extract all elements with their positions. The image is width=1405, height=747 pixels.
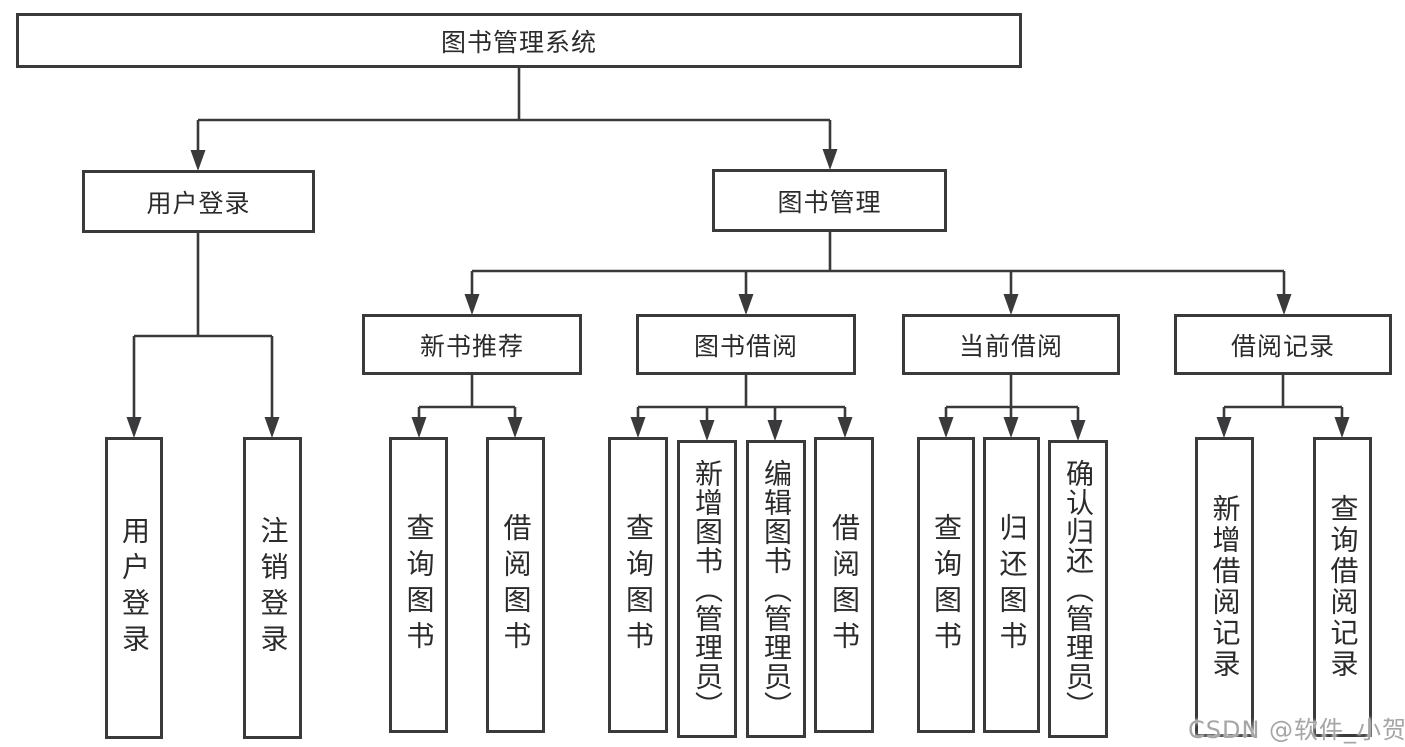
node-root-label: 图书管理系统 [440, 27, 597, 57]
node-new-book-recommend-label: 新书推荐 [419, 331, 524, 361]
leaf-borrowing-add-books-admin-label: 新增图书（管理员） [691, 458, 724, 720]
leaf-current-confirm-return-admin: 确认归还（管理员） [1048, 440, 1108, 738]
node-borrowing-records: 借阅记录 [1174, 314, 1392, 375]
node-new-book-recommend: 新书推荐 [362, 314, 582, 375]
node-user-login-label: 用户登录 [146, 188, 251, 218]
leaf-borrowing-query-books: 查询图书 [608, 437, 668, 733]
leaf-current-query-books-label: 查询图书 [930, 513, 963, 657]
node-root-system: 图书管理系统 [16, 13, 1022, 68]
leaf-current-confirm-return-admin-label: 确认归还（管理员） [1062, 458, 1095, 720]
node-user-login: 用户登录 [82, 170, 315, 233]
leaf-newbook-borrow-books: 借阅图书 [486, 437, 545, 733]
arrowheads [126, 149, 1350, 441]
leaf-records-add-record-label: 新增借阅记录 [1208, 494, 1242, 680]
leaf-current-return-books: 归还图书 [983, 437, 1040, 733]
node-current-borrowing: 当前借阅 [902, 314, 1120, 375]
leaf-borrowing-edit-books-admin-label: 编辑图书（管理员） [760, 458, 793, 720]
node-book-borrowing-label: 图书借阅 [693, 331, 798, 361]
leaf-borrowing-borrow-books: 借阅图书 [814, 437, 874, 733]
leaf-current-return-books-label: 归还图书 [995, 513, 1029, 657]
leaf-borrowing-add-books-admin: 新增图书（管理员） [677, 440, 737, 738]
csdn-watermark: CSDN @软件_小贺同学 [1188, 716, 1405, 744]
leaf-logout-label: 注销登录 [256, 516, 290, 660]
node-book-management-label: 图书管理 [777, 187, 882, 217]
node-borrowing-records-label: 借阅记录 [1230, 331, 1335, 361]
leaf-user-login-label: 用户登录 [118, 516, 151, 660]
leaf-borrowing-edit-books-admin: 编辑图书（管理员） [746, 440, 806, 738]
leaf-borrowing-borrow-books-label: 借阅图书 [828, 513, 861, 657]
leaf-records-query-record: 查询借阅记录 [1313, 437, 1372, 737]
leaf-newbook-query-books: 查询图书 [389, 437, 448, 733]
node-book-management: 图书管理 [712, 169, 947, 232]
node-book-borrowing: 图书借阅 [636, 314, 856, 375]
leaf-records-query-record-label: 查询借阅记录 [1326, 494, 1360, 680]
leaf-newbook-borrow-books-label: 借阅图书 [499, 513, 533, 657]
leaf-borrowing-query-books-label: 查询图书 [622, 513, 655, 657]
leaf-user-login: 用户登录 [105, 437, 163, 739]
leaf-logout: 注销登录 [243, 437, 302, 739]
node-current-borrowing-label: 当前借阅 [958, 331, 1063, 361]
leaf-records-add-record: 新增借阅记录 [1195, 437, 1254, 737]
leaf-newbook-query-books-label: 查询图书 [402, 513, 436, 657]
leaf-current-query-books: 查询图书 [917, 437, 975, 733]
